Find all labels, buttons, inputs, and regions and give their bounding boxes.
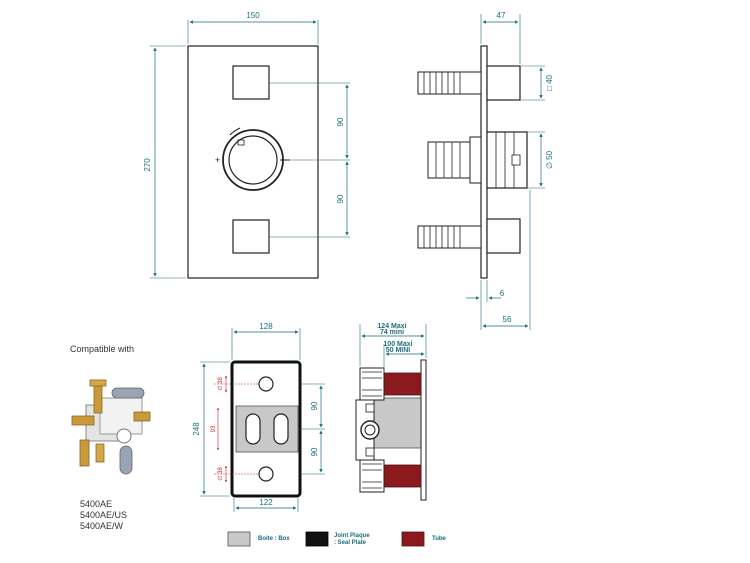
section-mini-label: 74 mini xyxy=(380,329,404,336)
box-mid-label: 93 xyxy=(211,425,217,432)
top-spacing-label: 90 xyxy=(336,117,345,126)
box-width-bottom-label: 122 xyxy=(259,498,273,507)
box-spacing-bottom-label: 90 xyxy=(310,447,319,456)
model-1: 5400AE xyxy=(80,499,112,509)
box-center xyxy=(235,405,299,453)
legend-label-seal-2: : Seal Plate xyxy=(334,540,367,546)
model-3: 5400AE/W xyxy=(80,521,124,531)
front-height-label: 270 xyxy=(143,158,152,172)
front-view: + 150 270 90 90 xyxy=(143,11,350,279)
legend-label-tube: Tube xyxy=(432,536,447,542)
hole-diameter-bottom-label: ∅ 38 xyxy=(217,467,224,481)
box-width-top-label: 128 xyxy=(259,322,273,331)
section-maxi2-label: 100 Maxi xyxy=(383,341,412,348)
section-maxi-label: 124 Maxi xyxy=(377,323,406,330)
section-mini2-label: 50 MINI xyxy=(386,347,411,354)
side-plate xyxy=(480,45,488,279)
compatible-title: Compatible with xyxy=(70,344,134,354)
box-front-view: 128 122 248 ∅ 38 ∅ 38 93 90 90 xyxy=(192,322,325,512)
svg-text:+: + xyxy=(215,155,220,165)
box-height-label: 248 xyxy=(192,422,201,436)
legend-swatch-seal xyxy=(305,531,329,547)
legend-label-seal-1: Joint Plaque xyxy=(334,533,370,539)
front-width-label: 150 xyxy=(246,11,260,20)
total-depth-label: 56 xyxy=(503,315,512,324)
square-size-label: □ 40 xyxy=(545,74,554,91)
bottom-spacing-label: 90 xyxy=(336,194,345,203)
valve-body-illustration xyxy=(71,379,151,475)
side-view: 47 □ 40 ∅ 50 6 56 xyxy=(417,11,554,330)
section-seal-plate xyxy=(420,359,427,501)
compatible-product: Compatible with 5400AE 5400AE/US 5400AE/… xyxy=(70,344,151,531)
thermostatic-dial-inner xyxy=(228,135,278,185)
box-spacing-top-label: 90 xyxy=(310,401,319,410)
hole-diameter-top-label: ∅ 38 xyxy=(217,377,224,391)
bottom-tube xyxy=(383,464,422,488)
legend-label-box: Boite : Box xyxy=(258,536,290,542)
model-2: 5400AE/US xyxy=(80,510,127,520)
legend: Boite : Box Joint Plaque : Seal Plate Tu… xyxy=(227,531,447,547)
box-section-view: 124 Maxi 74 mini 100 Maxi 50 MINI xyxy=(355,323,427,501)
top-tube xyxy=(383,372,422,396)
plate-thickness-label: 6 xyxy=(500,289,505,298)
side-depth-label: 47 xyxy=(497,11,506,20)
diameter-label: ∅ 50 xyxy=(545,150,554,169)
legend-swatch-tube xyxy=(401,531,425,547)
top-square-handle xyxy=(232,65,270,100)
bottom-square-handle xyxy=(232,219,270,254)
legend-swatch-box xyxy=(227,531,251,547)
